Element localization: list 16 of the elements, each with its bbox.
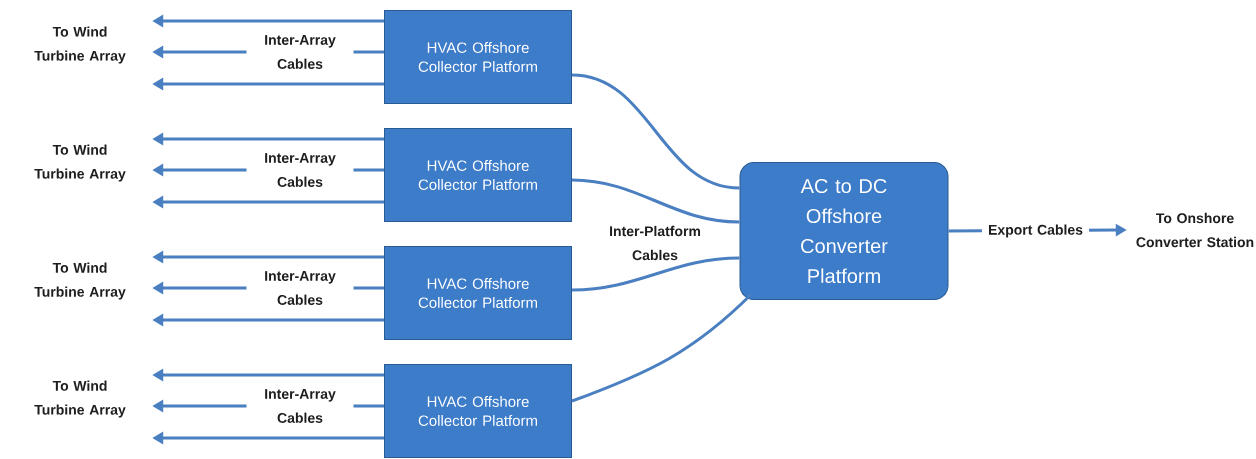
platform-box: HVAC Offshore Collector Platform (384, 364, 572, 458)
cable-label: Inter-Platform Cables (610, 225, 701, 261)
edge-label: Export Cables (982, 223, 1089, 239)
platform-box: HVAC Offshore Collector Platform (384, 10, 572, 104)
edge-label: Inter-Array Cables (246, 270, 354, 306)
edge-label: Inter-Array Cables (246, 388, 354, 424)
destination-label: To Wind Turbine Array (34, 380, 126, 418)
destination-label: To Wind Turbine Array (34, 144, 126, 182)
platform-box: HVAC Offshore Collector Platform (384, 128, 572, 222)
destination-label: To Wind Turbine Array (34, 26, 126, 64)
destination-label: To Onshore Converter Station (1136, 212, 1254, 248)
destination-label: To Wind Turbine Array (34, 262, 126, 300)
edge-label: Inter-Array Cables (246, 152, 354, 188)
platform-box: HVAC Offshore Collector Platform (384, 246, 572, 340)
edge-label: Inter-Array Cables (246, 34, 354, 70)
platform-box: AC to DC Offshore Converter Platform (739, 162, 949, 300)
